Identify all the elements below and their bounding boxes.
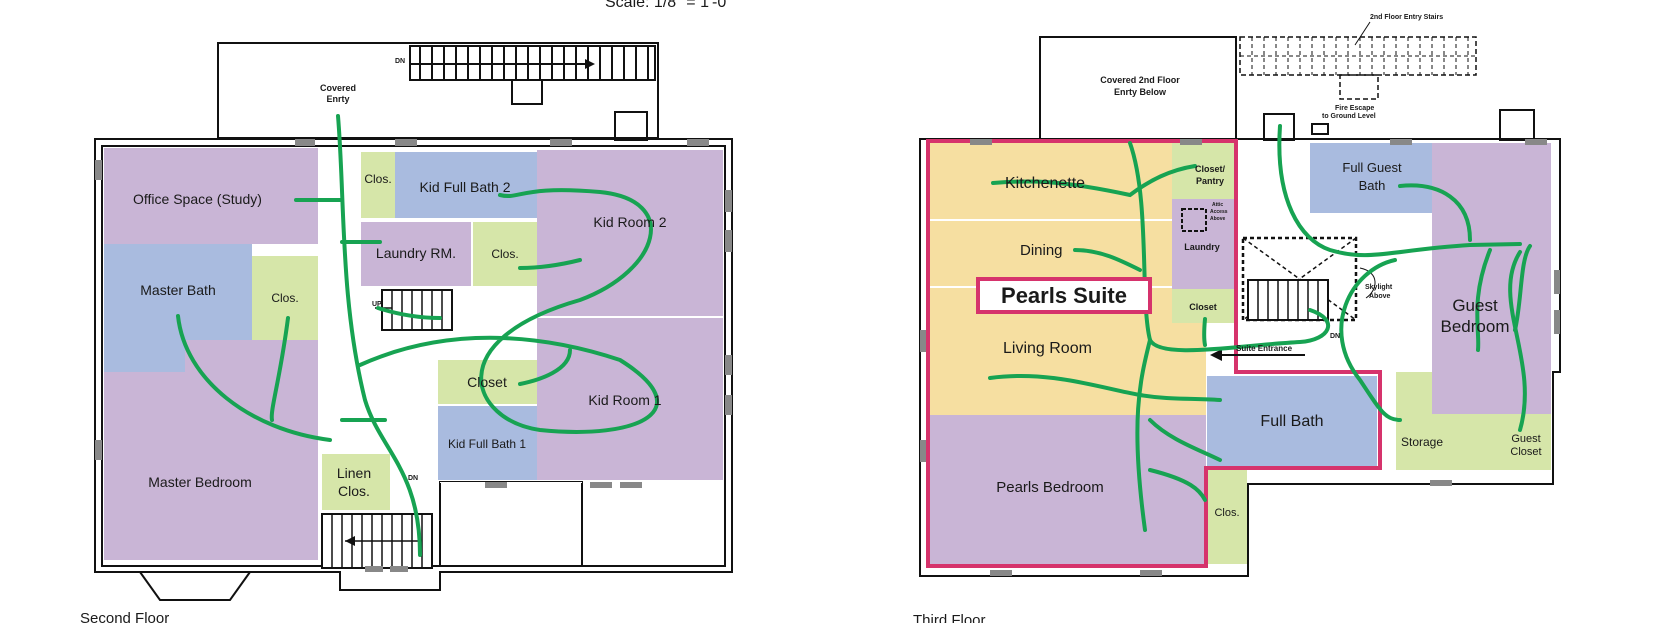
label-covered-entry-1: Covered 2nd Floor	[1100, 75, 1180, 85]
label-living-room: Living Room	[1003, 340, 1092, 357]
label-skylight-2: Above	[1369, 293, 1391, 300]
room-clos-bottom	[1207, 466, 1247, 564]
room-full-guest-bath	[1310, 143, 1432, 213]
label-dining: Dining	[1020, 242, 1063, 259]
room-full-bath	[1207, 376, 1377, 466]
label-covered-entry-1: Covered	[320, 83, 356, 93]
label-pearls-bedroom: Pearls Bedroom	[996, 479, 1104, 496]
stairs-top	[409, 45, 656, 105]
label-fire-escape-1: Fire Escape	[1335, 105, 1374, 112]
label-entry-stairs: 2nd Floor Entry Stairs	[1370, 14, 1443, 21]
second-floor-caption: Second Floor	[80, 610, 169, 623]
room-linen-closet	[322, 454, 390, 510]
room-closet-mid	[473, 222, 537, 286]
label-closet-pantry-2: Pantry	[1196, 176, 1224, 186]
label-kitchenette: Kitchenette	[1005, 175, 1085, 192]
label-full-bath: Full Bath	[1260, 413, 1323, 430]
label-dn-top: DN	[395, 58, 405, 65]
label-kid-bath-1: Kid Full Bath 1	[448, 437, 526, 451]
label-up: UP	[372, 301, 382, 308]
label-clos-bottom: Clos.	[1214, 507, 1239, 519]
label-guest-closet-1: Guest	[1511, 433, 1540, 445]
room-closet-top	[361, 152, 395, 218]
label-kid-bath-2: Kid Full Bath 2	[419, 179, 510, 195]
second-floor-plan: Covered Enrty DN Office Space (Study) Cl…	[94, 42, 733, 601]
suite-name-badge: Pearls Suite	[976, 277, 1152, 314]
second-floor-windows	[95, 139, 732, 572]
third-floor-plan: 2nd Floor Entry Stairs Covered 2nd Floor…	[919, 14, 1561, 577]
label-guest-bedroom-2: Bedroom	[1441, 317, 1510, 336]
label-kid-room-1: Kid Room 1	[588, 392, 661, 408]
third-floor-paths	[988, 124, 1532, 532]
scale-text: Scale: 1/8" = 1'-0"	[605, 0, 732, 11]
suite-border	[926, 139, 1382, 568]
label-attic-2: Access	[1210, 209, 1228, 215]
third-floor-outer-wall	[919, 138, 1561, 577]
suite-entrance-arrow	[1210, 349, 1305, 361]
second-floor-outer-wall	[94, 138, 733, 591]
room-office	[104, 148, 318, 244]
room-kid-bath-2	[395, 152, 537, 218]
room-kid-room-2	[537, 150, 723, 316]
room-guest-bedroom	[1432, 143, 1551, 414]
third-floor-stairwell	[1241, 236, 1376, 322]
label-kid-room-2: Kid Room 2	[593, 214, 666, 230]
label-guest-bedroom-1: Guest	[1452, 296, 1498, 315]
label-attic-1: Attic	[1212, 202, 1223, 208]
label-clos-top: Clos.	[364, 172, 391, 186]
dashed-entry-stairs	[1239, 21, 1477, 100]
label-full-guest-bath-2: Bath	[1359, 178, 1386, 193]
room-closet-pantry	[1172, 143, 1234, 199]
room-guest-closet	[1500, 414, 1551, 470]
third-floor-windows	[920, 139, 1560, 576]
label-master-bedroom: Master Bedroom	[148, 474, 251, 490]
label-skylight-1: Skylight	[1365, 284, 1393, 291]
label-suite-entrance: Suite Entrance	[1236, 344, 1293, 353]
bay-window	[139, 571, 251, 601]
label-suite-closet: Closet	[1189, 302, 1217, 312]
third-floor-caption: Third Floor	[913, 612, 986, 623]
label-master-bath: Master Bath	[140, 282, 215, 298]
label-laundry: Laundry RM.	[376, 245, 456, 261]
label-storage: Storage	[1401, 435, 1443, 449]
label-clos-master: Clos.	[271, 291, 298, 305]
second-floor-paths	[176, 114, 659, 557]
room-suite-closet	[1172, 289, 1234, 323]
label-dn: DN	[1330, 333, 1340, 340]
label-linen-1: Linen	[337, 465, 371, 481]
label-guest-closet-2: Closet	[1510, 446, 1541, 458]
label-closet: Closet	[467, 374, 507, 390]
room-master-bedroom	[104, 340, 318, 560]
label-closet-pantry-1: Closet/	[1195, 164, 1226, 174]
label-attic-3: Above	[1210, 216, 1226, 222]
label-covered-entry-2: Enrty Below	[1114, 87, 1167, 97]
label-suite-name: Pearls Suite	[1001, 283, 1127, 308]
label-office: Office Space (Study)	[133, 191, 262, 207]
label-dn-bottom: DN	[408, 475, 418, 482]
room-laundry	[361, 222, 471, 286]
label-suite-laundry: Laundry	[1184, 242, 1220, 252]
label-fire-escape-2: to Ground Level	[1322, 113, 1376, 120]
label-linen-2: Clos.	[338, 483, 370, 499]
label-full-guest-bath-1: Full Guest	[1342, 160, 1402, 175]
label-clos-mid: Clos.	[491, 247, 518, 261]
room-pearls-bedroom	[930, 415, 1206, 565]
label-covered-entry-2: Enrty	[326, 94, 349, 104]
stairs-down-bottom	[321, 513, 433, 569]
room-kid-bath-1	[438, 406, 537, 480]
